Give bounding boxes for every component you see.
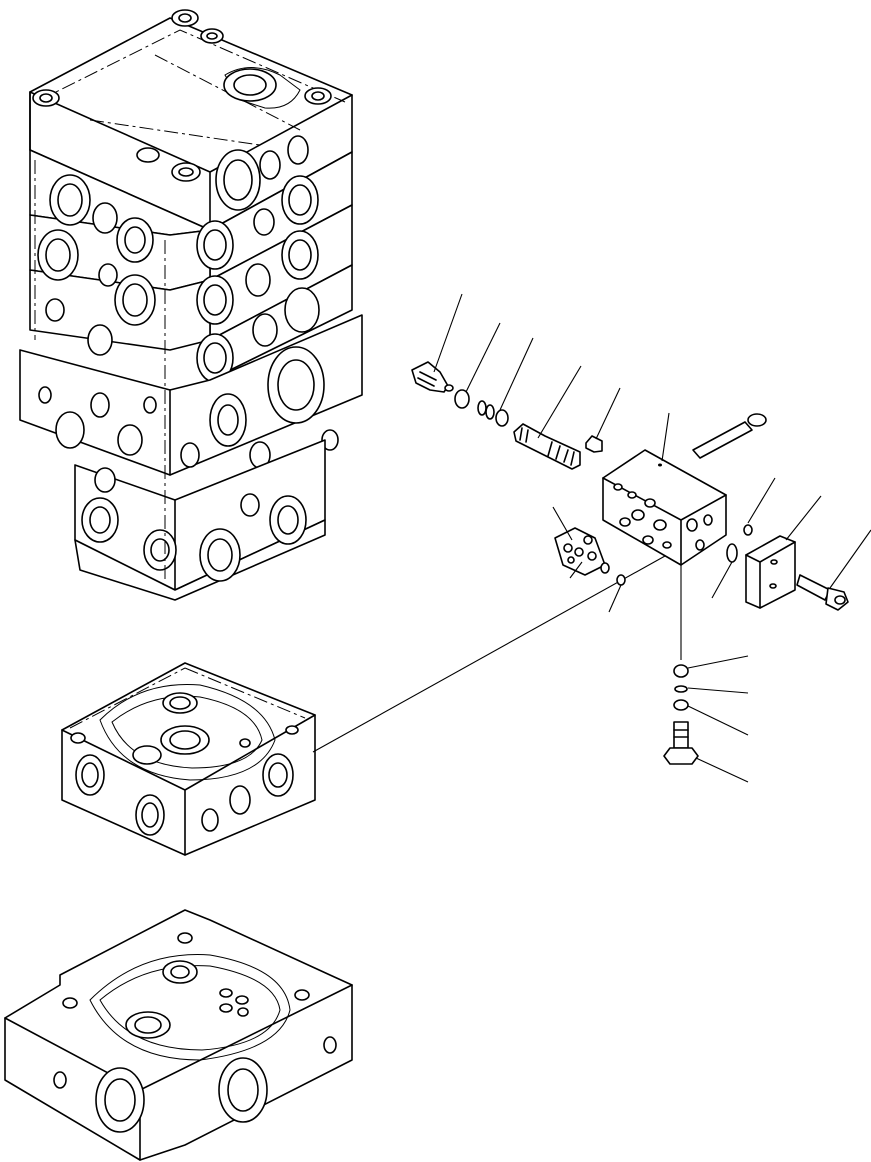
- o-ring-4: [616, 574, 626, 586]
- mounting-bolt: [692, 413, 767, 459]
- callout-leaders: [433, 293, 871, 783]
- plug: [585, 435, 603, 453]
- valve-section-block: [61, 662, 316, 856]
- small-o-ring: [743, 524, 753, 536]
- o-ring-1: [454, 389, 470, 409]
- backup-rings: [477, 400, 509, 427]
- spool-assembly: [513, 423, 581, 470]
- solenoid-cartridge: [411, 361, 454, 393]
- cover-bolt: [796, 574, 849, 611]
- solenoid-valve-block: [602, 449, 727, 566]
- gasket: [554, 527, 606, 576]
- control-valve-stack: [19, 9, 363, 601]
- o-ring-2: [726, 543, 738, 563]
- o-ring-3: [600, 562, 610, 574]
- cover-plate: [745, 535, 796, 609]
- lower-seals: [673, 664, 689, 711]
- assembly-connector-line: [312, 555, 666, 753]
- valve-base-block: [4, 909, 353, 1161]
- relief-plug: [663, 721, 699, 765]
